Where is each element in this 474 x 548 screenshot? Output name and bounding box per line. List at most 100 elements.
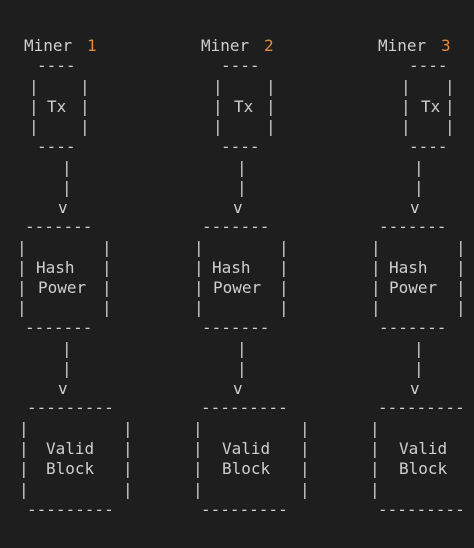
tx-box-right-border: | <box>445 77 455 96</box>
tx-box-top-border: ---- <box>221 56 260 75</box>
tx-box-right-border: | <box>266 97 276 116</box>
arrow-shaft: | <box>62 339 72 358</box>
tx-box-top-border: ---- <box>37 56 76 75</box>
arrow-head: v <box>410 198 420 217</box>
miner-number: 1 <box>87 36 97 55</box>
hash-box-bottom-border: ------- <box>379 318 447 337</box>
tx-label: Tx <box>234 97 254 116</box>
block-box-left-border: | <box>193 459 203 478</box>
arrow-head: v <box>58 379 68 398</box>
hash-box-left-border: | <box>371 298 381 317</box>
hash-box-right-border: | <box>102 298 112 317</box>
block-box-left-border: | <box>193 439 203 458</box>
hash-box-top-border: ------- <box>379 217 447 236</box>
block-box-left-border: | <box>193 480 203 499</box>
miner-label: Miner <box>378 36 427 55</box>
block-box-right-border: | <box>300 480 310 499</box>
hash-label-line2: Power <box>38 278 87 297</box>
miner-label: Miner <box>201 36 250 55</box>
tx-box-right-border: | <box>445 97 455 116</box>
tx-box-left-border: | <box>401 117 411 136</box>
hash-box-right-border: | <box>102 278 112 297</box>
arrow-head: v <box>410 379 420 398</box>
tx-box-left-border: | <box>213 117 223 136</box>
tx-box-bottom-border: ---- <box>221 137 260 156</box>
block-box-top-border: --------- <box>378 398 465 417</box>
block-box-right-border: | <box>123 439 133 458</box>
hash-label-line1: Hash <box>36 258 75 277</box>
arrow-shaft: | <box>414 339 424 358</box>
arrow-head: v <box>233 198 243 217</box>
arrow-shaft: | <box>414 158 424 177</box>
hash-box-left-border: | <box>194 258 204 277</box>
block-box-left-border: | <box>193 419 203 438</box>
hash-box-right-border: | <box>279 258 289 277</box>
hash-box-bottom-border: ------- <box>25 318 93 337</box>
hash-box-left-border: | <box>17 298 27 317</box>
hash-box-right-border: | <box>102 258 112 277</box>
arrow-shaft: | <box>237 359 247 378</box>
hash-box-left-border: | <box>194 298 204 317</box>
arrow-shaft: | <box>414 359 424 378</box>
arrow-shaft: | <box>414 178 424 197</box>
block-box-right-border: | <box>123 480 133 499</box>
tx-box-bottom-border: ---- <box>37 137 76 156</box>
tx-box-right-border: | <box>266 77 276 96</box>
tx-box-top-border: ---- <box>409 56 448 75</box>
hash-box-left-border: | <box>371 278 381 297</box>
hash-box-left-border: | <box>371 258 381 277</box>
hash-box-right-border: | <box>456 258 466 277</box>
block-box-left-border: | <box>19 459 29 478</box>
hash-label-line1: Hash <box>212 258 251 277</box>
hash-box-left-border: | <box>194 238 204 257</box>
hash-label-line1: Hash <box>389 258 428 277</box>
miner-number: 3 <box>441 36 451 55</box>
valid-label-line1: Valid <box>399 439 448 458</box>
block-box-right-border: | <box>123 459 133 478</box>
block-box-top-border: --------- <box>201 398 288 417</box>
tx-label: Tx <box>47 97 67 116</box>
miner-number: 2 <box>264 36 274 55</box>
hash-box-right-border: | <box>279 278 289 297</box>
tx-box-right-border: | <box>445 117 455 136</box>
hash-box-right-border: | <box>456 238 466 257</box>
block-box-right-border: | <box>300 439 310 458</box>
arrow-shaft: | <box>237 178 247 197</box>
hash-box-right-border: | <box>279 238 289 257</box>
arrow-shaft: | <box>62 359 72 378</box>
block-box-right-border: | <box>300 419 310 438</box>
valid-label-line2: Block <box>399 459 448 478</box>
block-box-left-border: | <box>370 439 380 458</box>
block-box-right-border: | <box>123 419 133 438</box>
hash-box-left-border: | <box>371 238 381 257</box>
valid-label-line2: Block <box>46 459 95 478</box>
tx-box-left-border: | <box>401 97 411 116</box>
miner-label: Miner <box>24 36 73 55</box>
tx-box-right-border: | <box>80 77 90 96</box>
valid-label-line1: Valid <box>222 439 271 458</box>
tx-box-right-border: | <box>80 117 90 136</box>
arrow-head: v <box>58 198 68 217</box>
block-box-left-border: | <box>19 480 29 499</box>
hash-box-right-border: | <box>456 298 466 317</box>
hash-box-right-border: | <box>456 278 466 297</box>
arrow-shaft: | <box>62 158 72 177</box>
hash-label-line2: Power <box>213 278 262 297</box>
hash-box-right-border: | <box>279 298 289 317</box>
hash-box-left-border: | <box>17 278 27 297</box>
arrow-shaft: | <box>62 178 72 197</box>
tx-box-right-border: | <box>80 97 90 116</box>
block-box-left-border: | <box>19 439 29 458</box>
arrow-shaft: | <box>237 339 247 358</box>
block-box-right-border: | <box>300 459 310 478</box>
valid-label-line1: Valid <box>46 439 95 458</box>
hash-box-top-border: ------- <box>202 217 270 236</box>
tx-label: Tx <box>421 97 441 116</box>
hash-box-left-border: | <box>17 238 27 257</box>
block-box-bottom-border: --------- <box>201 500 288 519</box>
block-box-bottom-border: --------- <box>27 500 114 519</box>
hash-box-top-border: ------- <box>25 217 93 236</box>
tx-box-left-border: | <box>401 77 411 96</box>
hash-box-left-border: | <box>17 258 27 277</box>
valid-label-line2: Block <box>222 459 271 478</box>
